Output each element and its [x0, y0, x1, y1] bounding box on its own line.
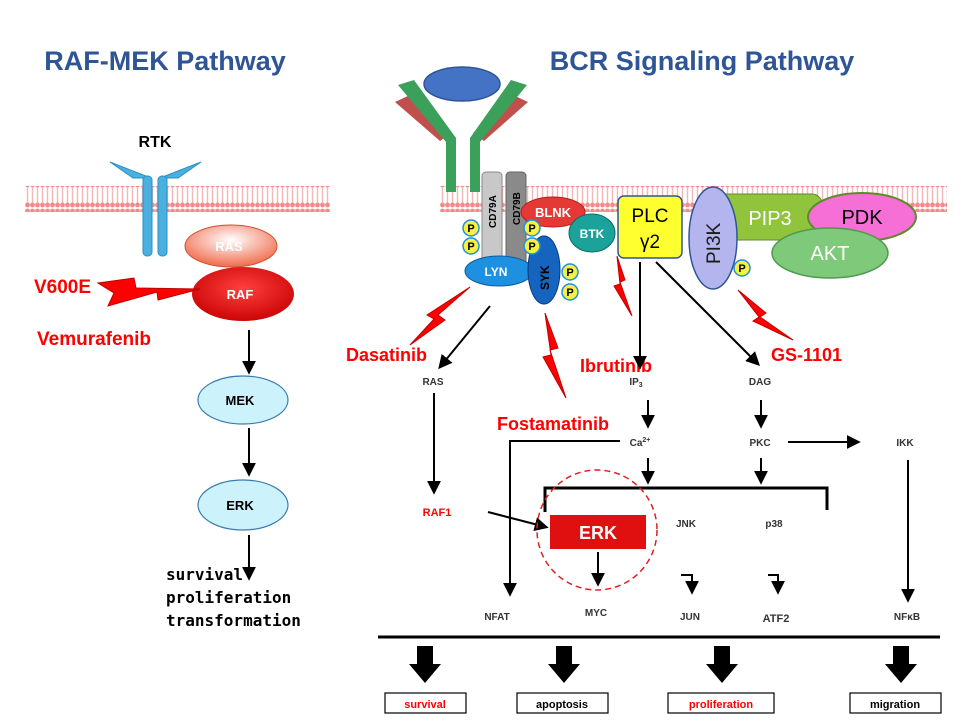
btk-label: BTK: [580, 227, 605, 241]
ibrutinib-label: Ibrutinib: [580, 356, 652, 376]
raf-label: RAF: [227, 287, 254, 302]
pi3k-label: PI3K: [704, 222, 725, 264]
raf1-label: RAF1: [423, 507, 452, 519]
fostamatinib-label: Fostamatinib: [497, 414, 609, 434]
arrow-plc-dag: [655, 261, 760, 366]
lightning-bolt-icon: [613, 255, 633, 317]
rtk-receptor: [109, 161, 202, 257]
phospho-label: P: [566, 287, 573, 299]
pi3k-node: [688, 186, 738, 290]
btk-node: [568, 213, 616, 253]
plcg2-label: PLC: [632, 206, 669, 227]
phospho-label: P: [467, 223, 474, 235]
blnk-node: [520, 196, 586, 228]
p38-label: p38: [765, 519, 783, 530]
signal-bracket: [543, 486, 829, 512]
lightning-bolt-icon: [96, 277, 201, 307]
phospho-label: P: [467, 241, 474, 253]
phospho-badge: [462, 237, 480, 255]
nfkb-label: NFκB: [894, 612, 920, 623]
lyn-label: LYN: [485, 265, 508, 279]
arrow-lyn-ras: [438, 305, 491, 370]
lightning-bolt-icon: [409, 286, 471, 346]
pdk-label: PDK: [841, 207, 883, 229]
blnk-label: BLNK: [535, 205, 572, 220]
erk-label-left: ERK: [226, 498, 254, 513]
v600e-label: V600E: [34, 277, 91, 298]
phospho-badge: [462, 219, 480, 237]
gs1101-label: GS-1101: [771, 345, 842, 365]
dasatinib-label: Dasatinib: [346, 345, 427, 365]
outcome-box-migration: [849, 692, 942, 714]
outcome-proliferation: proliferation: [689, 699, 753, 711]
pkc-label: PKC: [749, 438, 770, 449]
vemurafenib-label: Vemurafenib: [37, 329, 151, 350]
outcome-migration: migration: [870, 699, 920, 711]
phospho-label: P: [738, 263, 745, 275]
ikk-label: IKK: [896, 438, 914, 449]
bcr-antibody: [395, 66, 528, 192]
left-outcome-item: proliferation: [166, 588, 291, 607]
phospho-badge: [523, 237, 541, 255]
outcome-survival: survival: [404, 699, 446, 711]
left-outcome-list: survival proliferation transformation: [166, 565, 301, 630]
nfat-label: NFAT: [484, 612, 509, 623]
plcg2-node: [617, 195, 683, 259]
akt-label: AKT: [811, 243, 850, 265]
left-cell-membrane: [25, 186, 330, 212]
erk-highlight-circle: [536, 469, 658, 591]
left-outcome-item: survival: [166, 565, 243, 584]
cd79a-label: CD79A: [488, 195, 499, 228]
ras-label-left: RAS: [215, 239, 243, 254]
lightning-bolt-icon: [737, 289, 794, 341]
mek-node: [197, 375, 289, 425]
down-arrow-icon: [885, 646, 917, 683]
phospho-badge: [733, 259, 751, 277]
outcome-apoptosis: apoptosis: [536, 699, 588, 711]
erk-node-left: [197, 479, 289, 531]
ip3-label: IP3: [629, 377, 642, 389]
left-outcome-item: transformation: [166, 611, 301, 630]
down-arrow-icon: [409, 646, 441, 683]
plcg2-subscript: γ2: [640, 232, 660, 253]
pip3-label: PIP3: [748, 208, 791, 230]
lightning-bolt-icon: [542, 312, 567, 399]
rtk-label: RTK: [139, 134, 172, 151]
ras-label-bcr: RAS: [422, 377, 443, 388]
arrow-raf1-erk: [487, 511, 549, 531]
arrow-p38-atf2: [768, 574, 785, 595]
dag-label: DAG: [749, 377, 771, 388]
phospho-badge: [523, 219, 541, 237]
myc-label: MYC: [585, 608, 607, 619]
akt-node: [771, 227, 889, 279]
ras-node-left: [184, 224, 278, 268]
erk-label-bcr: ERK: [579, 523, 617, 543]
phospho-badge: [561, 283, 579, 301]
jun-label: JUN: [680, 612, 700, 623]
arrow-ca-nfat: [503, 440, 620, 597]
phospho-label: P: [528, 241, 535, 253]
outcome-box-apoptosis: [516, 692, 609, 714]
phospho-badge: [561, 263, 579, 281]
cd79b-label: CD79B: [512, 192, 523, 225]
mek-label: MEK: [226, 393, 256, 408]
phospho-label: P: [528, 223, 535, 235]
atf2-label: ATF2: [763, 613, 790, 625]
outcome-box-survival: [384, 692, 467, 714]
raf-node: [192, 267, 294, 321]
phospho-label: P: [566, 267, 573, 279]
ca-label: Ca2+: [630, 437, 651, 449]
phospho-badges: P P P P P P P: [462, 219, 751, 301]
erk-node-bcr: [550, 515, 646, 549]
arrow-jnk-jun: [681, 574, 699, 595]
outcome-box-proliferation: [667, 692, 775, 714]
down-arrow-icon: [706, 646, 738, 683]
left-title: RAF-MEK Pathway: [44, 46, 286, 76]
right-title: BCR Signaling Pathway: [550, 46, 855, 76]
down-arrow-icon: [548, 646, 580, 683]
jnk-label: JNK: [676, 519, 697, 530]
syk-label: SYK: [538, 265, 552, 290]
